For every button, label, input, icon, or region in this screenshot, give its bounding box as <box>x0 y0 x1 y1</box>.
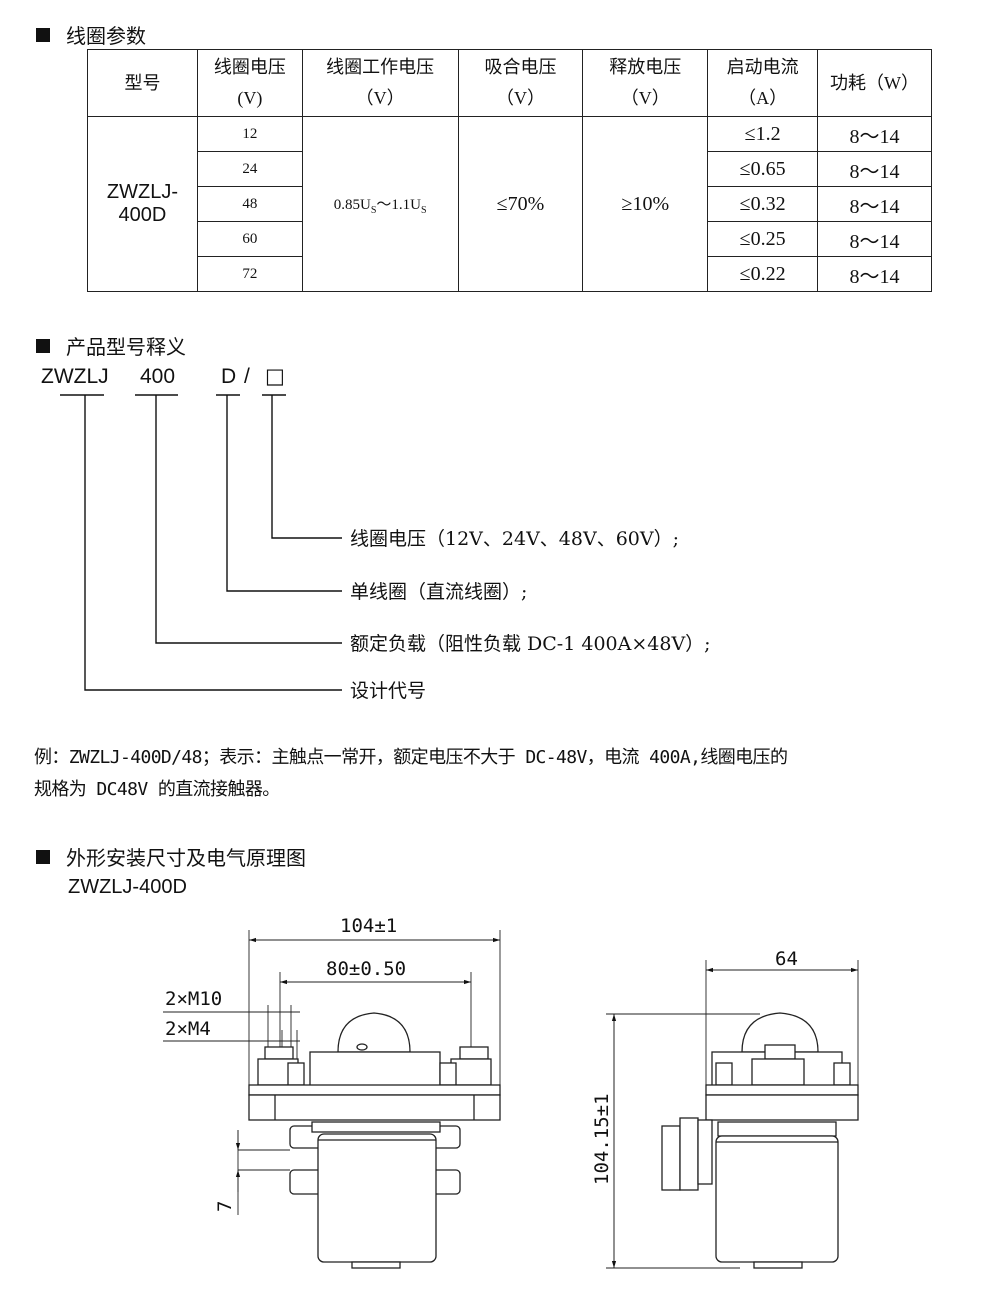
code-current: 400 <box>140 365 175 388</box>
code-series: ZWZLJ <box>41 365 109 388</box>
power-cell: 8～14 <box>817 116 932 152</box>
working-voltage-cell: 0.85US～1.1US <box>301 116 459 292</box>
leader-line <box>226 395 342 592</box>
coil-parameter-table: 型号 线圈电压(V) 线圈工作电压（V） 吸合电压（V） 释放电压（V） 启动电… <box>87 49 932 292</box>
coil-voltage-cell: 24 <box>196 151 303 187</box>
dim-side-width: 64 <box>775 948 798 970</box>
header-start-current: 启动电流（A） <box>707 49 819 117</box>
code-slash: / <box>244 365 250 388</box>
explanation-design-code: 设计代号 <box>350 680 426 702</box>
table-row: 72 ≤0.22 8～14 <box>88 256 932 292</box>
example-line: 规格为 DC48V 的直流接触器。 <box>34 779 280 800</box>
square-bullet-icon <box>36 849 50 864</box>
power-cell: 8～14 <box>817 256 932 292</box>
dim-m10-thread: 2×M10 <box>165 988 222 1010</box>
power-cell: 8～14 <box>817 221 932 257</box>
model-cell: ZWZLJ-400D <box>87 116 198 292</box>
side-view <box>606 960 859 1269</box>
code-voltage-box: □ <box>265 364 285 388</box>
table-row: 24 ≤0.65 8～14 <box>88 151 932 187</box>
leader-line <box>271 395 342 539</box>
example-line: 例：ZWZLJ-400D/48；表示：主触点一常开，额定电压不大于 DC-48V… <box>34 747 788 768</box>
explanation-rated-load: 额定负载（阻性负载 DC-1 400A×48V）; <box>350 633 711 655</box>
section-title: 外形安装尺寸及电气原理图 <box>66 846 306 870</box>
example-paragraph: 例：ZWZLJ-400D/48；表示：主触点一常开，额定电压不大于 DC-48V… <box>34 742 994 806</box>
front-view <box>163 930 501 1269</box>
section-title: 产品型号释义 <box>66 335 186 359</box>
square-bullet-icon <box>36 27 50 42</box>
coil-voltage-cell: 72 <box>196 256 303 292</box>
header-working-voltage: 线圈工作电压（V） <box>301 49 459 117</box>
leader-line <box>155 395 342 644</box>
square-bullet-icon <box>36 338 50 353</box>
explanation-coil-voltage: 线圈电压（12V、24V、48V、60V）; <box>350 528 679 550</box>
header-power: 功耗（W） <box>817 49 932 117</box>
leader-line <box>84 395 342 691</box>
table-row: 48 ≤0.32 8～14 <box>88 186 932 222</box>
table-header-row: 型号 线圈电压(V) 线圈工作电压（V） 吸合电压（V） 释放电压（V） 启动电… <box>87 49 932 117</box>
section-outline: 外形安装尺寸及电气原理图 <box>36 842 306 871</box>
header-pickup-voltage: 吸合电压（V） <box>457 49 584 117</box>
dim-m4-thread: 2×M4 <box>165 1018 211 1040</box>
start-current-cell: ≤0.65 <box>707 151 819 187</box>
dim-overall-width: 104±1 <box>340 915 397 937</box>
code-coil-type: D <box>221 365 236 388</box>
start-current-cell: ≤1.2 <box>707 116 819 152</box>
coil-voltage-cell: 12 <box>196 116 303 152</box>
explanation-coil-type: 单线圈（直流线圈）; <box>350 581 527 603</box>
start-current-cell: ≤0.32 <box>707 186 819 222</box>
section-title: 线圈参数 <box>66 24 146 48</box>
dim-hole-spacing: 80±0.50 <box>326 958 406 980</box>
pickup-voltage-cell: ≤70% <box>457 116 584 292</box>
header-release-voltage: 释放电压（V） <box>582 49 709 117</box>
dim-overall-height: 104.15±1 <box>591 1093 613 1185</box>
power-cell: 8～14 <box>817 151 932 187</box>
model-code-diagram: ZWZLJ 400 D / □ 线圈电压（12V、24V、48V、60V）; 单… <box>41 364 711 702</box>
coil-voltage-cell: 48 <box>196 186 303 222</box>
section-model-meaning: 产品型号释义 <box>36 331 186 360</box>
dim-bracket-gap: 7 <box>214 1201 236 1212</box>
drawing-model-label: ZWZLJ-400D <box>68 876 187 898</box>
section-coil-params: 线圈参数 <box>36 20 146 49</box>
